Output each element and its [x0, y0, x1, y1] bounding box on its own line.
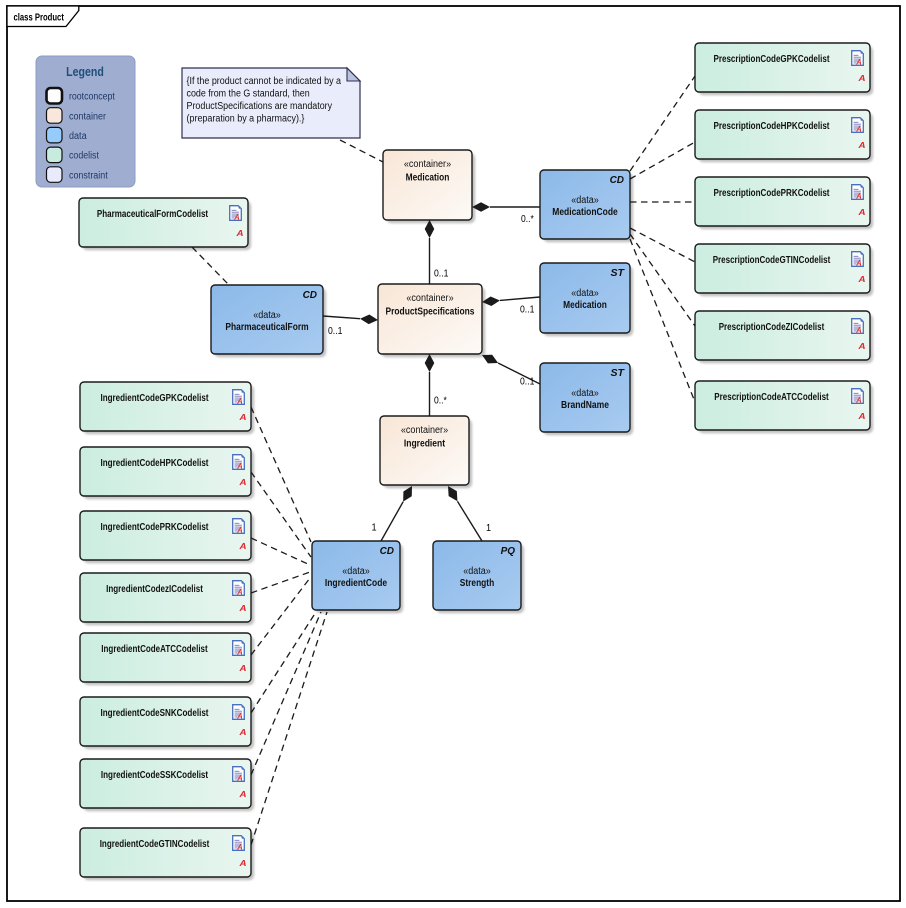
svg-text:Legend: Legend [66, 64, 104, 79]
svg-text:A: A [855, 326, 861, 335]
svg-text:1: 1 [372, 523, 378, 534]
svg-text:BrandName: BrandName [561, 400, 609, 411]
svg-text:codelist: codelist [69, 151, 99, 162]
svg-text:A: A [857, 141, 865, 150]
svg-text:A: A [857, 412, 865, 421]
svg-text:IngredientCodeGPKCodelist: IngredientCodeGPKCodelist [101, 393, 210, 404]
svg-text:«data»: «data» [463, 566, 491, 577]
svg-text:rootconcept: rootconcept [69, 92, 115, 103]
svg-text:0..1: 0..1 [328, 326, 343, 337]
svg-text:A: A [857, 342, 865, 351]
svg-text:constraint: constraint [69, 170, 108, 181]
svg-text:A: A [238, 478, 246, 487]
svg-text:(preparation by a pharmacy).}: (preparation by a pharmacy).} [187, 113, 305, 124]
svg-text:«data»: «data» [571, 388, 599, 399]
svg-text:A: A [855, 58, 861, 67]
svg-text:IngredientCodezICodelist: IngredientCodezICodelist [106, 584, 203, 595]
svg-text:A: A [238, 542, 246, 551]
svg-text:PharmaceuticalFormCodelist: PharmaceuticalFormCodelist [97, 209, 209, 220]
svg-text:CD: CD [303, 289, 318, 301]
svg-text:A: A [855, 396, 861, 405]
svg-text:Ingredient: Ingredient [404, 439, 446, 450]
svg-text:A: A [236, 588, 242, 597]
svg-text:ST: ST [611, 267, 626, 279]
svg-text:A: A [857, 275, 865, 284]
svg-text:A: A [233, 213, 239, 222]
svg-text:A: A [236, 648, 242, 657]
svg-text:PrescriptionCodeATCCodelist: PrescriptionCodeATCCodelist [714, 392, 829, 403]
svg-text:A: A [238, 664, 246, 673]
svg-text:«data»: «data» [253, 310, 281, 321]
svg-text:A: A [857, 74, 865, 83]
svg-text:IngredientCodeATCCodelist: IngredientCodeATCCodelist [101, 644, 208, 655]
svg-text:ST: ST [611, 367, 626, 379]
svg-text:A: A [238, 859, 246, 868]
svg-text:A: A [236, 462, 242, 471]
svg-text:«container»: «container» [404, 159, 452, 170]
svg-text:A: A [238, 413, 246, 422]
svg-text:IngredientCode: IngredientCode [325, 578, 388, 589]
svg-text:container: container [69, 111, 107, 122]
svg-text:«container»: «container» [401, 425, 449, 436]
svg-text:PrescriptionCodeGPKCodelist: PrescriptionCodeGPKCodelist [714, 54, 831, 65]
svg-text:data: data [69, 131, 87, 142]
svg-text:0..*: 0..* [434, 396, 447, 407]
svg-text:A: A [855, 259, 861, 268]
svg-text:IngredientCodePRKCodelist: IngredientCodePRKCodelist [101, 522, 210, 533]
svg-text:«data»: «data» [571, 195, 599, 206]
svg-text:A: A [238, 728, 246, 737]
svg-text:0..1: 0..1 [434, 269, 449, 280]
svg-text:Medication: Medication [406, 173, 450, 184]
svg-text:1: 1 [486, 523, 492, 534]
svg-text:PQ: PQ [501, 545, 515, 557]
svg-text:ProductSpecifications are mand: ProductSpecifications are mandatory [187, 101, 333, 112]
svg-text:0..1: 0..1 [520, 305, 535, 316]
svg-text:A: A [235, 229, 243, 238]
svg-text:IngredientCodeSSKCodelist: IngredientCodeSSKCodelist [101, 770, 209, 781]
svg-text:«container»: «container» [406, 293, 454, 304]
svg-text:CD: CD [380, 545, 395, 557]
svg-text:PrescriptionCodeHPKCodelist: PrescriptionCodeHPKCodelist [714, 121, 831, 132]
svg-text:A: A [236, 843, 242, 852]
svg-text:0..*: 0..* [521, 214, 534, 225]
svg-text:MedicationCode: MedicationCode [552, 207, 618, 218]
svg-text:A: A [236, 774, 242, 783]
svg-text:Strength: Strength [460, 578, 494, 589]
svg-text:A: A [238, 790, 246, 799]
svg-text:«data»: «data» [571, 288, 599, 299]
svg-text:IngredientCodeHPKCodelist: IngredientCodeHPKCodelist [101, 458, 210, 469]
svg-text:PharmaceuticalForm: PharmaceuticalForm [225, 322, 308, 333]
svg-text:class Product: class Product [14, 11, 65, 23]
svg-text:code from the G standard, then: code from the G standard, then [187, 89, 310, 100]
svg-text:IngredientCodeGTINCodelist: IngredientCodeGTINCodelist [100, 839, 210, 850]
svg-text:PrescriptionCodePRKCodelist: PrescriptionCodePRKCodelist [714, 188, 831, 199]
svg-text:A: A [857, 208, 865, 217]
svg-text:CD: CD [610, 174, 625, 186]
svg-text:A: A [236, 526, 242, 535]
svg-text:«data»: «data» [342, 566, 370, 577]
svg-text:IngredientCodeSNKCodelist: IngredientCodeSNKCodelist [101, 708, 210, 719]
svg-text:A: A [236, 712, 242, 721]
svg-text:A: A [236, 397, 242, 406]
svg-text:{If the product cannot be indi: {If the product cannot be indicated by a [187, 76, 342, 87]
svg-text:PrescriptionCodeZICodelist: PrescriptionCodeZICodelist [719, 322, 825, 333]
svg-text:A: A [238, 604, 246, 613]
svg-text:PrescriptionCodeGTINCodelist: PrescriptionCodeGTINCodelist [713, 255, 831, 266]
svg-text:A: A [855, 125, 861, 134]
svg-text:Medication: Medication [563, 300, 607, 311]
svg-text:ProductSpecifications: ProductSpecifications [386, 307, 475, 318]
svg-text:0..1: 0..1 [520, 377, 535, 388]
svg-text:A: A [855, 192, 861, 201]
